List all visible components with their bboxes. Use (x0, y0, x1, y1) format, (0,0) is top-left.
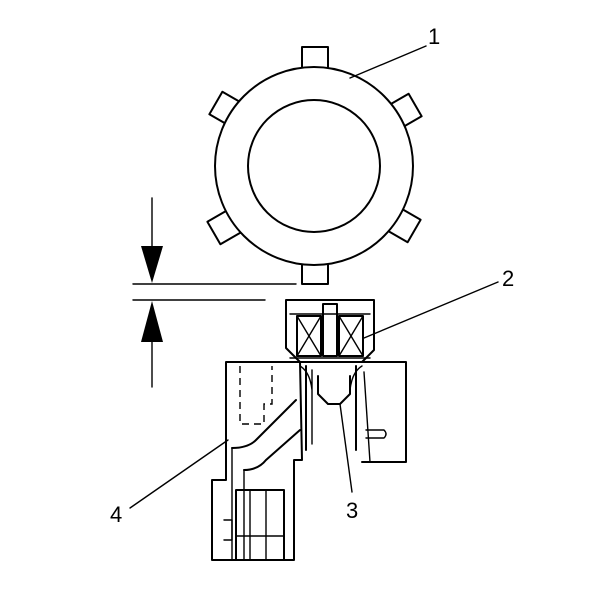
leader-4 (129, 439, 229, 509)
connector-latch (223, 519, 233, 541)
sensor-body (211, 299, 407, 561)
gap-arrow-upper-head (141, 246, 163, 283)
sensor-shaft (305, 365, 357, 451)
gap-dimension (132, 197, 297, 388)
callout-1-label: 1 (428, 24, 440, 49)
shaft-inner-lines (299, 365, 371, 463)
coil-window-left (296, 315, 322, 357)
cable-channel (231, 399, 301, 471)
cable-vertical (231, 447, 245, 561)
side-pin (365, 429, 387, 439)
callout-4-label: 4 (110, 502, 122, 527)
leader-1 (349, 45, 427, 79)
leader-2 (363, 281, 499, 339)
sensor-head-outline (285, 299, 375, 363)
leader-lines (129, 45, 499, 509)
coil-cross-left-b (296, 315, 322, 357)
leader-3 (339, 403, 353, 493)
coil-cross-right-b (338, 315, 364, 357)
sensor-housing-right (361, 361, 407, 463)
callout-3-label: 3 (346, 498, 358, 523)
callout-2-label: 2 (502, 266, 514, 291)
pole-piece-center (322, 303, 338, 357)
connector-block (235, 489, 285, 561)
internal-passage-dashed (239, 366, 273, 425)
reluctor-inner-circle (247, 99, 381, 233)
coil-window-right (338, 315, 364, 357)
reluctor-ring (206, 46, 423, 285)
reluctor-outer-circle (214, 66, 414, 266)
shaft-notch (317, 375, 351, 405)
gap-arrow-lower-head (141, 301, 163, 342)
sensor-housing-outline (211, 361, 303, 561)
